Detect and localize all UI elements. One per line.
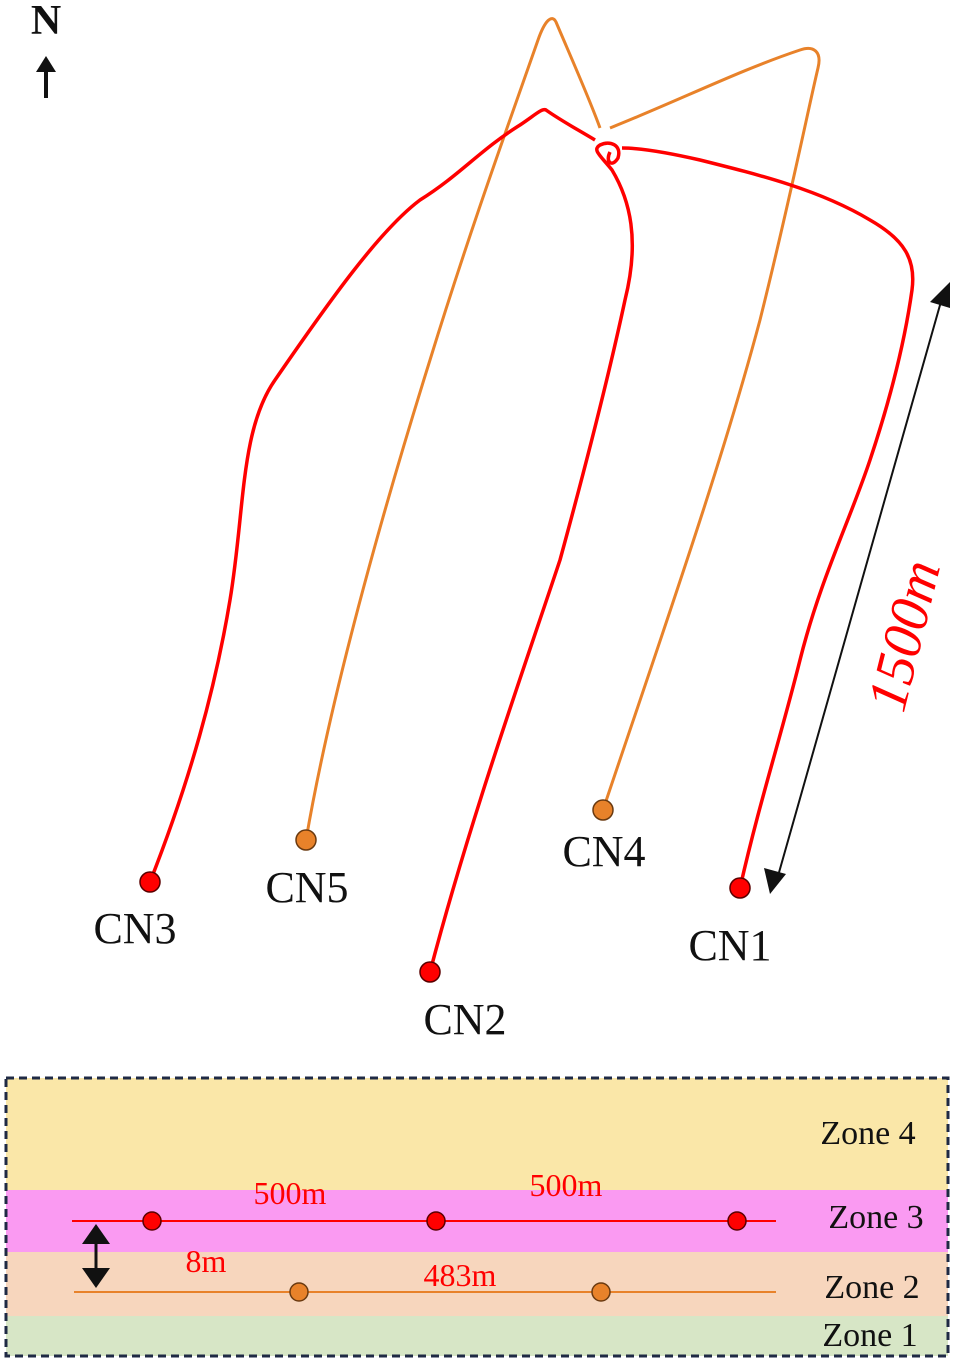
well-label-cn5: CN5	[265, 863, 348, 912]
section-marker-orange-2	[591, 1282, 611, 1302]
well-trajectory-cn4	[601, 46, 821, 811]
length-dimension-arrow-icon	[764, 282, 950, 894]
zone-1-label: Zone 1	[822, 1317, 917, 1354]
north-arrow-icon	[36, 56, 56, 98]
spacing-label-vertical: 8m	[186, 1243, 227, 1279]
length-label: 1500m	[856, 554, 953, 717]
well-label-cn1: CN1	[688, 921, 771, 970]
section-marker-red-2	[426, 1211, 446, 1231]
spacing-label-upper-left: 500m	[254, 1175, 327, 1211]
vertical-spacing-arrow-icon	[82, 1224, 110, 1288]
well-trajectory-cn5	[304, 17, 602, 841]
zone-2-label: Zone 2	[824, 1269, 919, 1306]
section-marker-orange-1	[289, 1282, 309, 1302]
well-marker-cn5	[295, 829, 317, 851]
well-label-cn3: CN3	[93, 904, 176, 953]
spacing-label-upper-right: 500m	[530, 1167, 603, 1203]
well-trajectory-cn3	[148, 107, 596, 883]
zone-4-band	[6, 1078, 948, 1190]
well-label-cn2: CN2	[423, 995, 506, 1044]
well-label-cn4: CN4	[562, 827, 645, 876]
well-marker-cn2	[419, 961, 441, 983]
zone-2-band	[6, 1252, 948, 1316]
spacing-label-lower: 483m	[424, 1257, 497, 1293]
section-marker-red-1	[142, 1211, 162, 1231]
section-marker-red-3	[727, 1211, 747, 1231]
well-trajectory-cn1	[621, 146, 915, 889]
panel-frame	[4, 1076, 950, 1358]
zone-3-label: Zone 3	[828, 1199, 923, 1236]
well-marker-cn1	[729, 877, 751, 899]
zone-1-band	[6, 1316, 948, 1356]
north-label: N	[31, 0, 61, 44]
well-trajectory-cn2	[428, 141, 635, 973]
zone-4-label: Zone 4	[820, 1115, 915, 1152]
cross-section-panel: Zone 4 Zone 3 Zone 2 Zone 1 500m 500m 8m…	[4, 1076, 950, 1358]
well-marker-cn3	[139, 871, 161, 893]
well-marker-cn4	[592, 799, 614, 821]
